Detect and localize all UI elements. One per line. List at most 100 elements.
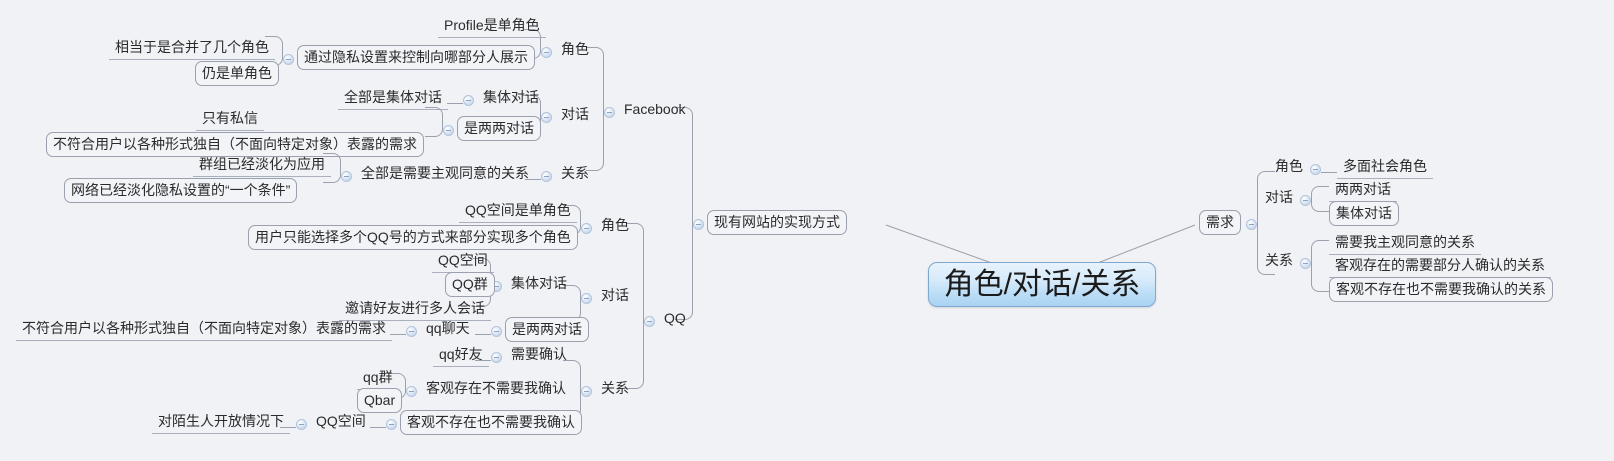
node-facebook[interactable]: Facebook [618, 98, 691, 121]
collapse-minus-icon-fb-pairwise-dialog[interactable] [443, 125, 454, 136]
node-qq-open-to-strangers[interactable]: 对陌生人开放情况下 [152, 410, 290, 434]
node-fb-group-dialog-label: 集体对话 [483, 89, 539, 105]
bracket-fb-pairwise-children [425, 107, 443, 137]
collapse-minus-icon-fb-privacy-control[interactable] [283, 54, 294, 65]
node-fb-not-meet-solo-need[interactable]: 不符合用户以各种形式独自（不面向特定对象）表露的需求 [46, 132, 424, 157]
node-qq-qun[interactable]: QQ群 [445, 272, 495, 297]
node-qq-pairwise-dialog[interactable]: 是两两对话 [505, 317, 589, 342]
node-need-group-dialog[interactable]: 集体对话 [1329, 201, 1399, 226]
collapse-minus-icon-fb-role[interactable] [541, 47, 552, 58]
node-qq-group-dialog[interactable]: 集体对话 [505, 272, 573, 295]
node-qq-chat[interactable]: qq聊天 [420, 317, 476, 340]
collapse-minus-icon-right-branch[interactable] [1246, 219, 1257, 230]
collapse-minus-icon-qq-relation[interactable] [581, 386, 592, 397]
collapse-minus-icon-fb-group-dialog[interactable] [463, 95, 474, 106]
node-fb-group-dialog[interactable]: 集体对话 [477, 86, 545, 109]
collapse-minus-icon-fb-relation[interactable] [541, 171, 552, 182]
connector-qq-need-confirm [475, 360, 491, 361]
collapse-minus-icon-qq-objective-not-exist[interactable] [386, 419, 397, 430]
node-need-dialog[interactable]: 对话 [1259, 186, 1299, 209]
node-fb-relation[interactable]: 关系 [555, 162, 595, 185]
node-qq-zone-dialog-label: QQ空间 [438, 252, 488, 268]
node-fb-still-single-role-label: 仍是单角色 [202, 65, 272, 81]
node-qq-friend-label: qq好友 [439, 346, 483, 362]
node-right-branch[interactable]: 需求 [1199, 210, 1241, 235]
node-need-role[interactable]: 角色 [1269, 155, 1309, 178]
collapse-minus-icon-qq-dialog[interactable] [581, 293, 592, 304]
node-fb-relation-label: 关系 [561, 165, 589, 181]
collapse-minus-icon-need-relation[interactable] [1300, 258, 1311, 269]
node-need-relation[interactable]: 关系 [1259, 249, 1299, 272]
node-need-partial-confirm-relation[interactable]: 客观存在的需要部分人确认的关系 [1329, 254, 1551, 278]
node-need-no-confirm-relation-label: 客观不存在也不需要我确认的关系 [1336, 281, 1546, 297]
node-qq[interactable]: QQ [658, 307, 692, 330]
connector-need-role [1321, 172, 1337, 173]
collapse-minus-icon-qq[interactable] [644, 316, 655, 327]
node-fb-profile-single-role-label: Profile是单角色 [444, 17, 540, 33]
node-fb-dialog[interactable]: 对话 [555, 103, 595, 126]
node-fb-privacy-control[interactable]: 通过隐私设置来控制向哪部分人展示 [297, 45, 535, 70]
node-fb-subjective-consent[interactable]: 全部是需要主观同意的关系 [355, 162, 535, 185]
node-qq-zone-relation[interactable]: QQ空间 [310, 410, 372, 433]
collapse-minus-icon-qq-objective-exist[interactable] [406, 386, 417, 397]
node-qq-multi-account-roles-label: 用户只能选择多个QQ号的方式来部分实现多个角色 [255, 229, 571, 245]
collapse-minus-icon-fb-dialog[interactable] [541, 112, 552, 123]
collapse-minus-icon-need-dialog[interactable] [1300, 195, 1311, 206]
node-fb-only-private-msg[interactable]: 只有私信 [196, 107, 264, 131]
collapse-minus-icon-need-role[interactable] [1310, 164, 1321, 175]
node-qq-group-dialog-label: 集体对话 [511, 275, 567, 291]
node-fb-not-meet-solo-need-label: 不符合用户以各种形式独自（不面向特定对象）表露的需求 [53, 136, 417, 152]
node-qq-qun-relation[interactable]: qq群 [357, 366, 399, 390]
node-left-branch[interactable]: 现有网站的实现方式 [707, 210, 847, 235]
node-qbar[interactable]: Qbar [357, 388, 403, 413]
node-qq-multi-account-roles[interactable]: 用户只能选择多个QQ号的方式来部分实现多个角色 [248, 225, 578, 250]
node-qq-objective-exist[interactable]: 客观存在不需要我确认 [420, 377, 572, 400]
node-fb-network-faded-privacy[interactable]: 网络已经淡化隐私设置的“一个条件” [64, 178, 298, 203]
node-qq-invite-multi-chat-label: 邀请好友进行多人会话 [345, 300, 485, 316]
collapse-minus-icon-fb-subjective-consent[interactable] [341, 171, 352, 182]
node-right-branch-label: 需求 [1206, 214, 1234, 230]
collapse-minus-icon-qq-role[interactable] [581, 223, 592, 234]
node-qq-pairwise-dialog-label: 是两两对话 [512, 321, 582, 337]
node-qq-not-meet-solo-need[interactable]: 不符合用户以各种形式独自（不面向特定对象）表露的需求 [16, 317, 392, 341]
node-need-subjective-consent-relation[interactable]: 需要我主观同意的关系 [1329, 231, 1481, 255]
node-need-role-label: 角色 [1275, 158, 1303, 174]
node-facebook-label: Facebook [624, 101, 686, 117]
node-need-pairwise-dialog[interactable]: 两两对话 [1329, 178, 1397, 202]
node-need-pairwise-dialog-label: 两两对话 [1335, 181, 1391, 197]
node-fb-role[interactable]: 角色 [555, 38, 595, 61]
node-qq-dialog[interactable]: 对话 [595, 284, 635, 307]
node-qq-qun-label: QQ群 [452, 276, 488, 292]
node-qq-zone-single-role[interactable]: QQ空间是单角色 [459, 199, 577, 223]
collapse-minus-icon-left-branch[interactable] [693, 219, 704, 230]
collapse-minus-icon-qq-zone-relation[interactable] [296, 419, 307, 430]
node-fb-pairwise-dialog[interactable]: 是两两对话 [457, 116, 541, 141]
node-qbar-label: Qbar [364, 392, 396, 408]
node-qq-invite-multi-chat[interactable]: 邀请好友进行多人会话 [339, 297, 491, 321]
node-fb-all-group-dialog[interactable]: 全部是集体对话 [338, 86, 448, 110]
node-fb-dialog-label: 对话 [561, 106, 589, 122]
root-node[interactable]: 角色/对话/关系 [928, 262, 1156, 307]
bracket-facebook-children [586, 47, 604, 171]
node-fb-privacy-control-label: 通过隐私设置来控制向哪部分人展示 [304, 49, 528, 65]
collapse-minus-icon-qq-pairwise-dialog[interactable] [491, 326, 502, 337]
collapse-minus-icon-facebook[interactable] [604, 107, 615, 118]
node-need-no-confirm-relation[interactable]: 客观不存在也不需要我确认的关系 [1329, 277, 1553, 302]
bracket-need-relation-children [1311, 240, 1329, 292]
collapse-minus-icon-qq-chat[interactable] [406, 326, 417, 337]
node-fb-profile-single-role[interactable]: Profile是单角色 [438, 14, 546, 38]
node-fb-still-single-role[interactable]: 仍是单角色 [195, 61, 279, 86]
node-qq-role[interactable]: 角色 [595, 214, 635, 237]
node-fb-merged-roles[interactable]: 相当于是合并了几个角色 [109, 36, 275, 60]
node-need-multifaceted-role[interactable]: 多面社会角色 [1337, 155, 1433, 179]
node-qq-friend[interactable]: qq好友 [433, 343, 489, 367]
node-qq-need-confirm[interactable]: 需要确认 [505, 343, 573, 366]
node-qq-objective-not-exist[interactable]: 客观不存在也不需要我确认 [400, 410, 582, 435]
node-need-relation-label: 关系 [1265, 252, 1293, 268]
node-qq-zone-dialog[interactable]: QQ空间 [432, 249, 494, 273]
node-qq-relation[interactable]: 关系 [595, 377, 635, 400]
node-qq-open-to-strangers-label: 对陌生人开放情况下 [158, 413, 284, 429]
collapse-minus-icon-qq-need-confirm[interactable] [491, 352, 502, 363]
node-fb-group-faded[interactable]: 群组已经淡化为应用 [193, 153, 331, 177]
node-qq-zone-single-role-label: QQ空间是单角色 [465, 202, 571, 218]
